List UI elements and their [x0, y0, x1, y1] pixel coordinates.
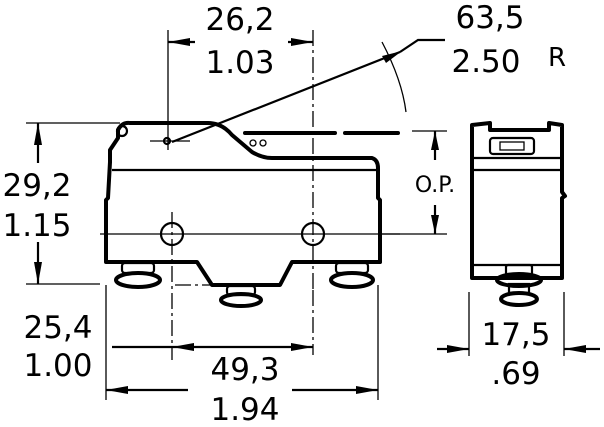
dim-pivot-offset: 26,2 1.03: [167, 2, 314, 290]
switch-side-view: [100, 120, 400, 360]
dim-height: 29,2 1.15: [2, 122, 120, 285]
height-in: 1.15: [2, 208, 71, 244]
mounting-hole-height-mm: 25,4: [23, 310, 92, 346]
mounting-hole-height-in: 1.00: [23, 348, 92, 384]
dim-width: 17,5 .69: [437, 292, 600, 392]
pivot-offset-mm: 26,2: [205, 2, 274, 38]
switch-front-view: [470, 121, 567, 307]
dim-terminal-span: 49,3 1.94: [105, 285, 379, 427]
dim-operating-position: O.P.: [380, 130, 455, 235]
terminal-left: [114, 261, 162, 289]
width-mm: 17,5: [481, 317, 550, 353]
lever-radius-mm: 63,5: [455, 0, 524, 36]
radius-suffix: R: [548, 43, 566, 73]
dim-lever-radius: 63,5 2.50 R: [171, 0, 566, 144]
terminal-center: [219, 284, 263, 308]
height-mm: 29,2: [2, 168, 71, 204]
lever-radius-in: 2.50: [451, 44, 520, 80]
terminal-right: [329, 261, 375, 289]
pivot-offset-in: 1.03: [205, 45, 274, 81]
op-label: O.P.: [415, 173, 455, 198]
dim-mounting-hole-height: 25,4 1.00: [23, 310, 92, 384]
terminal-span-inner-mm: 49,3: [210, 352, 279, 388]
width-in: .69: [491, 356, 540, 392]
terminal-span-in: 1.94: [210, 392, 279, 427]
